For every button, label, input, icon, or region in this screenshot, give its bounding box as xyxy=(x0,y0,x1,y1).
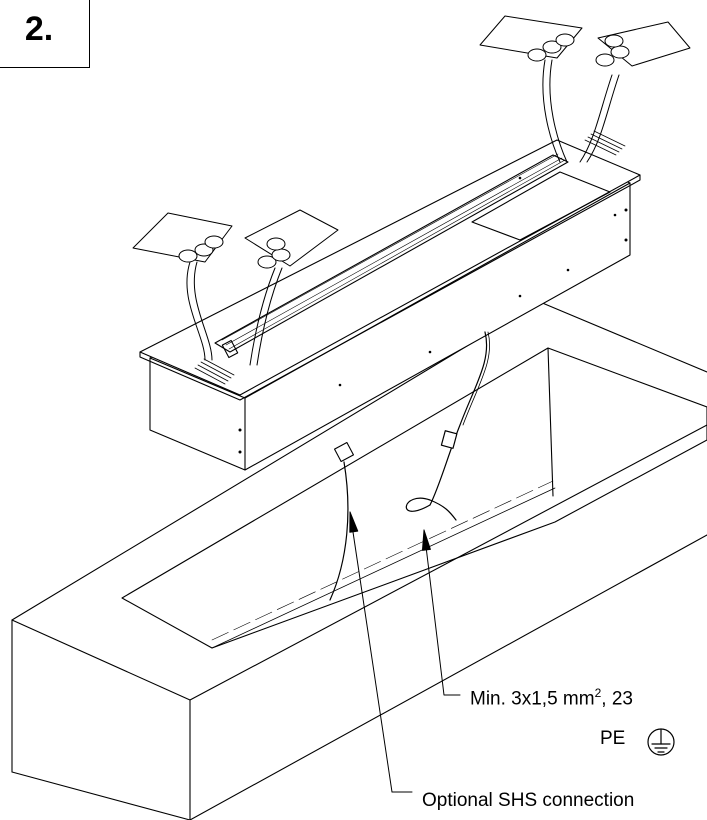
hands xyxy=(132,15,691,269)
shs-cable xyxy=(329,461,349,601)
cable-plug xyxy=(440,430,458,449)
pe-label: PE xyxy=(600,728,626,749)
step-number: 2. xyxy=(24,10,54,48)
lifting-straps xyxy=(186,59,620,366)
enclosure-box xyxy=(11,300,707,820)
ground-icon xyxy=(647,728,675,756)
shs-connection-label: Optional SHS connection xyxy=(422,790,635,811)
burner-insert xyxy=(139,130,641,471)
cables xyxy=(329,331,490,601)
power-cable xyxy=(429,331,488,506)
shs-leader-line xyxy=(349,511,413,793)
power-cable-label: Min. 3x1,5 mm2, 23 xyxy=(470,686,633,710)
step-number-box: 2. xyxy=(0,0,90,68)
power-cable-loop xyxy=(405,497,457,521)
shs-connector xyxy=(333,441,355,463)
leader-lines xyxy=(349,511,461,793)
power-leader-line xyxy=(423,529,461,696)
